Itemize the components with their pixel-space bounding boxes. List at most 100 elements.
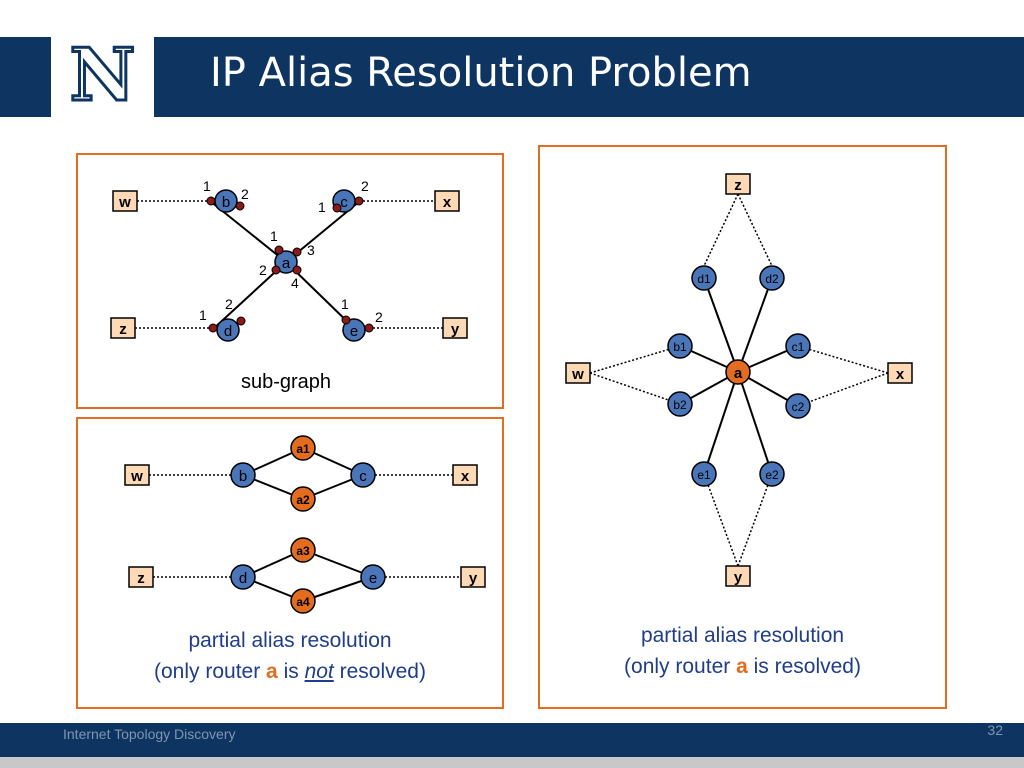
iface-b1: b1 (667, 333, 693, 359)
router-d: d (216, 318, 240, 342)
svg-text:c2: c2 (792, 400, 805, 414)
port-d-1: 1 (199, 307, 207, 323)
svg-text:x: x (461, 468, 470, 485)
endpoint-x3: x (887, 362, 913, 384)
alias-a2: a2 (290, 486, 316, 512)
port-c-2: 2 (361, 178, 369, 194)
svg-text:a3: a3 (296, 544, 310, 558)
svg-text:a2: a2 (296, 493, 310, 507)
svg-text:b: b (239, 468, 247, 485)
router-d2: d (230, 564, 256, 590)
unresolved-top-row: w x b c a1 a2 (124, 435, 478, 512)
router-b-label: b (222, 194, 230, 211)
iface-d2: d2 (759, 265, 785, 291)
university-logo: N (51, 20, 154, 122)
endpoint-w: w (112, 190, 138, 212)
svg-text:y: y (469, 570, 478, 587)
endpoint-z3: z (725, 173, 751, 195)
endpoint-y: y (442, 317, 468, 339)
svg-text:e2: e2 (765, 468, 779, 482)
endpoint-y3: y (725, 565, 751, 587)
port-a-2: 2 (259, 262, 267, 278)
endpoint-x: x (434, 190, 460, 212)
svg-text:a: a (734, 365, 743, 382)
svg-text:y: y (451, 321, 460, 338)
svg-text:z: z (137, 570, 145, 587)
alias-resolution-diagram: b c a d e 1 2 1 2 1 2 3 4 1 2 1 2 (76, 145, 947, 709)
partial-resolved-panel (538, 145, 947, 709)
resolved-dotted-links (589, 193, 889, 567)
router-b2: b (230, 462, 256, 488)
router-e2: e (360, 564, 386, 590)
alias-a4: a4 (290, 588, 316, 614)
partial-unresolved-panel (76, 417, 504, 709)
resolved-endpoints: z w x y (565, 173, 913, 587)
unresolved-caption-line1: partial alias resolution (188, 629, 392, 652)
svg-text:w: w (130, 468, 143, 485)
unresolved-caption-line2: (only router a is not resolved) (154, 660, 426, 683)
endpoint-w3: w (565, 362, 591, 384)
subgraph-panel (76, 153, 504, 409)
svg-text:y: y (734, 569, 743, 586)
svg-text:b1: b1 (673, 340, 687, 354)
svg-text:c: c (359, 468, 367, 485)
svg-text:a1: a1 (296, 442, 310, 456)
endpoint-y2: y (460, 566, 486, 588)
port-c-1: 1 (318, 199, 326, 215)
footer-text: Internet Topology Discovery (63, 726, 236, 742)
iface-d1: d1 (691, 265, 717, 291)
page-number: 32 (987, 722, 1003, 738)
svg-text:b2: b2 (673, 398, 687, 412)
router-d-label: d (224, 323, 232, 340)
svg-text:e1: e1 (697, 468, 711, 482)
logo-letter: N (70, 32, 136, 117)
resolved-caption: partial alias resolution (only router a … (539, 620, 946, 682)
iface-b2: b2 (667, 391, 693, 417)
port-e-2: 2 (375, 309, 383, 325)
router-e: e (342, 318, 366, 342)
port-a-3: 3 (307, 242, 315, 258)
endpoint-x2: x (452, 464, 478, 486)
resolved-caption-line2: (only router a is resolved) (624, 655, 861, 678)
port-b-2: 2 (241, 186, 249, 202)
svg-text:d2: d2 (765, 272, 779, 286)
endpoint-z2: z (128, 566, 154, 588)
alias-a3: a3 (290, 537, 316, 563)
svg-text:c1: c1 (792, 340, 805, 354)
router-a-label: a (282, 255, 291, 272)
router-b: b (214, 189, 238, 213)
resolved-interfaces: d1 d2 b1 c1 b2 c2 e1 e2 (667, 265, 811, 487)
svg-text:e: e (369, 570, 377, 587)
logo-n-icon: N (51, 20, 154, 122)
footer-line (0, 757, 1024, 768)
svg-text:w: w (118, 194, 131, 211)
unresolved-bottom-row: z y d e a3 a4 (128, 537, 486, 614)
footer-bar (0, 723, 1024, 757)
resolved-links (679, 277, 799, 475)
interface-dots (206, 196, 374, 333)
port-a-4: 4 (291, 275, 299, 291)
svg-text:z: z (734, 177, 742, 194)
svg-text:d: d (239, 570, 247, 587)
subgraph-dotted-links (135, 200, 443, 329)
port-b-1: 1 (203, 178, 211, 194)
svg-text:z: z (119, 321, 127, 338)
svg-text:d1: d1 (697, 272, 711, 286)
router-a: a (274, 250, 298, 274)
svg-text:x: x (443, 194, 452, 211)
endpoint-w2: w (124, 464, 150, 486)
svg-text:a4: a4 (296, 595, 310, 609)
iface-c1: c1 (785, 333, 811, 359)
svg-text:w: w (571, 366, 584, 383)
endpoint-z: z (110, 317, 136, 339)
iface-c2: c2 (785, 393, 811, 419)
router-c-label: c (340, 194, 348, 211)
iface-e1: e1 (691, 461, 717, 487)
svg-text:x: x (896, 366, 905, 383)
port-d-2: 2 (225, 296, 233, 312)
iface-e2: e2 (759, 461, 785, 487)
port-a-1: 1 (270, 228, 278, 244)
page-title: IP Alias Resolution Problem (210, 50, 752, 96)
header-bar (0, 37, 1024, 117)
alias-a1: a1 (290, 435, 316, 461)
